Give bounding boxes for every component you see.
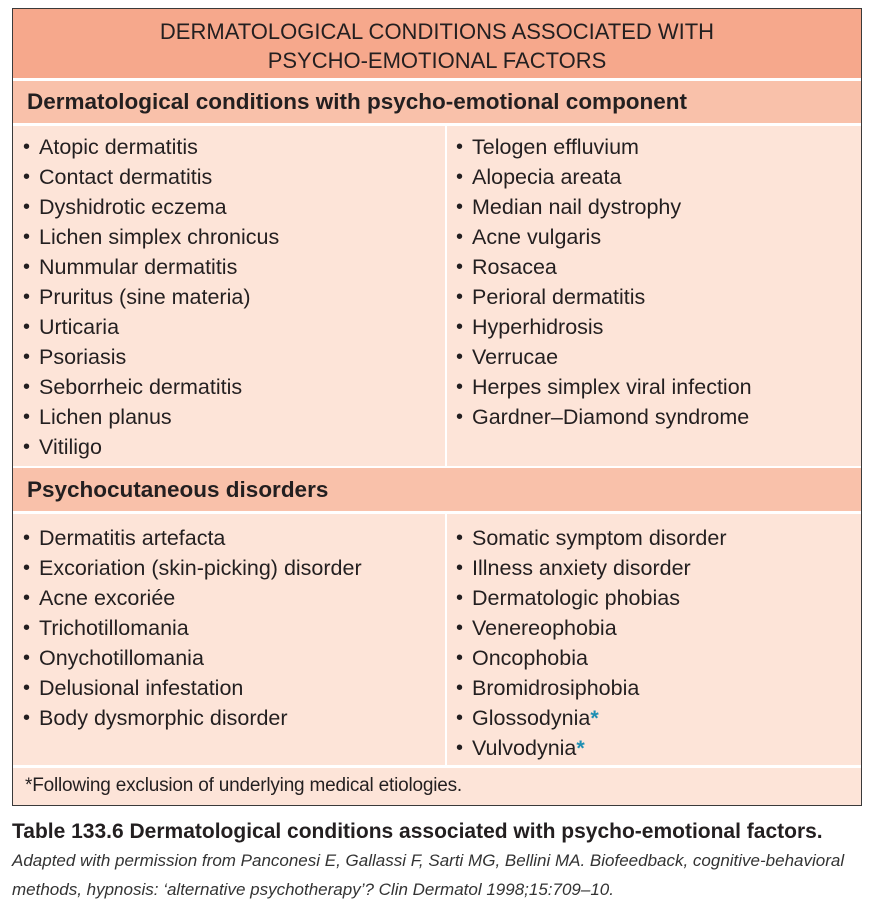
- list-item-text: Illness anxiety disorder: [472, 556, 691, 580]
- footnote-marker: *: [25, 775, 33, 796]
- list-item: Nummular dermatitis: [13, 252, 446, 282]
- section1-right-list: Telogen effluviumAlopecia areataMedian n…: [446, 132, 861, 432]
- list-item-text: Dyshidrotic eczema: [39, 195, 227, 219]
- table-caption: Table 133.6 Dermatological conditions as…: [12, 818, 872, 904]
- list-item-text: Delusional infestation: [39, 676, 244, 700]
- list-item: Psoriasis: [13, 342, 446, 372]
- list-item-text: Venereophobia: [472, 616, 617, 640]
- list-item: Urticaria: [13, 312, 446, 342]
- list-item-text: Herpes simplex viral infection: [472, 375, 752, 399]
- list-item: Gardner–Diamond syndrome: [446, 402, 861, 432]
- list-item-text: Pruritus (sine materia): [39, 285, 251, 309]
- list-item-text: Excoriation (skin-picking) disorder: [39, 556, 362, 580]
- list-item-text: Dermatologic phobias: [472, 586, 680, 610]
- list-item: Lichen simplex chronicus: [13, 222, 446, 252]
- list-item-text: Rosacea: [472, 255, 557, 279]
- list-item-text: Glossodynia: [472, 706, 591, 730]
- list-item-text: Atopic dermatitis: [39, 135, 198, 159]
- footnote-text: Following exclusion of underlying medica…: [32, 775, 463, 796]
- list-item: Alopecia areata: [446, 162, 861, 192]
- list-item-text: Acne vulgaris: [472, 225, 602, 249]
- list-item: Onychotillomania: [13, 643, 446, 673]
- list-item-text: Oncophobia: [472, 646, 588, 670]
- list-item-text: Bromidrosiphobia: [472, 676, 640, 700]
- list-item: Glossodynia*: [446, 703, 861, 733]
- divider: [13, 511, 861, 514]
- conditions-table: DERMATOLOGICAL CONDITIONS ASSOCIATED WIT…: [12, 8, 862, 806]
- list-item: Verrucae: [446, 342, 861, 372]
- list-item-text: Hyperhidrosis: [472, 315, 604, 339]
- table-title: DERMATOLOGICAL CONDITIONS ASSOCIATED WIT…: [13, 9, 861, 78]
- list-item-text: Telogen effluvium: [472, 135, 639, 159]
- list-item-text: Urticaria: [39, 315, 120, 339]
- list-item-text: Verrucae: [472, 345, 559, 369]
- list-item: Trichotillomania: [13, 613, 446, 643]
- list-item: Herpes simplex viral infection: [446, 372, 861, 402]
- list-item-text: Alopecia areata: [472, 165, 622, 189]
- list-item: Vulvodynia*: [446, 733, 861, 763]
- asterisk-marker: *: [590, 706, 599, 730]
- caption-label: Table 133.6 Dermatological conditions as…: [12, 820, 823, 843]
- list-item: Excoriation (skin-picking) disorder: [13, 553, 446, 583]
- list-item: Dermatologic phobias: [446, 583, 861, 613]
- list-item: Perioral dermatitis: [446, 282, 861, 312]
- list-item-text: Acne excoriée: [39, 586, 176, 610]
- divider: [13, 466, 861, 469]
- list-item-text: Vitiligo: [39, 435, 102, 459]
- list-item: Hyperhidrosis: [446, 312, 861, 342]
- list-item: Oncophobia: [446, 643, 861, 673]
- section2-right-list: Somatic symptom disorderIllness anxiety …: [446, 523, 861, 763]
- list-item-text: Psoriasis: [39, 345, 127, 369]
- section2-left-list: Dermatitis artefactaExcoriation (skin-pi…: [13, 523, 446, 733]
- table-title-line2: PSYCHO-EMOTIONAL FACTORS: [267, 48, 607, 73]
- list-item: Bromidrosiphobia: [446, 673, 861, 703]
- divider: [13, 123, 861, 126]
- asterisk-marker: *: [576, 736, 585, 760]
- list-item-text: Lichen simplex chronicus: [39, 225, 280, 249]
- list-item: Acne excoriée: [13, 583, 446, 613]
- list-item: Contact dermatitis: [13, 162, 446, 192]
- list-item: Seborrheic dermatitis: [13, 372, 446, 402]
- list-item-text: Median nail dystrophy: [472, 195, 682, 219]
- list-item-text: Body dysmorphic disorder: [39, 706, 288, 730]
- list-item: Vitiligo: [13, 432, 446, 462]
- divider: [13, 78, 861, 81]
- list-item: Body dysmorphic disorder: [13, 703, 446, 733]
- list-item-text: Gardner–Diamond syndrome: [472, 405, 750, 429]
- list-item-text: Somatic symptom disorder: [472, 526, 727, 550]
- table-title-line1: DERMATOLOGICAL CONDITIONS ASSOCIATED WIT…: [159, 19, 715, 44]
- divider: [13, 765, 861, 768]
- list-item: Rosacea: [446, 252, 861, 282]
- list-item: Telogen effluvium: [446, 132, 861, 162]
- list-item: Illness anxiety disorder: [446, 553, 861, 583]
- list-item: Somatic symptom disorder: [446, 523, 861, 553]
- section-heading-psychocutaneous: Psychocutaneous disorders: [13, 468, 861, 511]
- list-item: Acne vulgaris: [446, 222, 861, 252]
- list-item-text: Lichen planus: [39, 405, 172, 429]
- section-heading-psycho-emotional: Dermatological conditions with psycho-em…: [13, 81, 861, 123]
- list-item: Delusional infestation: [13, 673, 446, 703]
- table-footnote: *Following exclusion of underlying medic…: [25, 773, 462, 799]
- list-item: Lichen planus: [13, 402, 446, 432]
- list-item-text: Perioral dermatitis: [472, 285, 646, 309]
- list-item-text: Dermatitis artefacta: [39, 526, 226, 550]
- list-item-text: Nummular dermatitis: [39, 255, 238, 279]
- list-item-text: Seborrheic dermatitis: [39, 375, 243, 399]
- list-item: Pruritus (sine materia): [13, 282, 446, 312]
- list-item: Dermatitis artefacta: [13, 523, 446, 553]
- section1-left-list: Atopic dermatitisContact dermatitisDyshi…: [13, 132, 446, 462]
- list-item: Median nail dystrophy: [446, 192, 861, 222]
- list-item: Atopic dermatitis: [13, 132, 446, 162]
- list-item-text: Contact dermatitis: [39, 165, 213, 189]
- list-item-text: Onychotillomania: [39, 646, 204, 670]
- list-item: Venereophobia: [446, 613, 861, 643]
- list-item-text: Trichotillomania: [39, 616, 189, 640]
- list-item: Dyshidrotic eczema: [13, 192, 446, 222]
- list-item-text: Vulvodynia: [472, 736, 577, 760]
